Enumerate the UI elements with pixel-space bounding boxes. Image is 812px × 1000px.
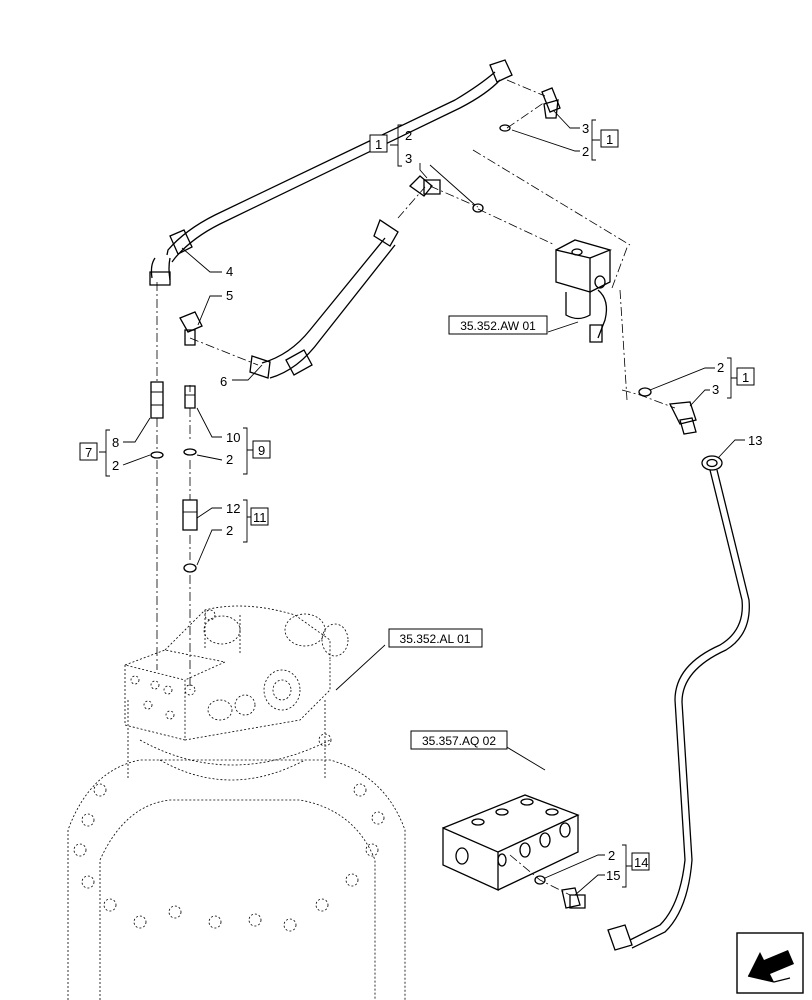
reference-solenoid[interactable]: 35.352.AW 01 bbox=[448, 315, 548, 335]
leader-lines bbox=[122, 109, 745, 896]
callout-13: 13 bbox=[748, 433, 762, 448]
reference-box-number: 1 bbox=[742, 370, 749, 385]
swing-motor-assembly bbox=[67, 605, 406, 1000]
callout-number: 3 bbox=[405, 151, 412, 166]
elbow-fitting-3-right bbox=[668, 401, 697, 435]
hose-lower bbox=[249, 219, 399, 379]
callout-group-mid: 10 2 9 bbox=[226, 427, 271, 475]
o-ring-2-mid bbox=[183, 448, 197, 456]
o-ring-2-left bbox=[150, 451, 164, 459]
callout-number: 15 bbox=[606, 868, 620, 883]
reference-label: 35.357.AQ 02 bbox=[422, 734, 496, 748]
elbow-fitting-3-upper bbox=[408, 175, 441, 197]
callout-number: 3 bbox=[582, 121, 589, 136]
reference-box-number: 1 bbox=[606, 132, 613, 147]
adapter-10 bbox=[184, 385, 196, 409]
elbow-fitting-5 bbox=[179, 311, 203, 346]
callout-number: 2 bbox=[226, 523, 233, 538]
callout-group-upper-mid: 1 2 3 bbox=[369, 124, 412, 167]
reference-label: 35.352.AL 01 bbox=[400, 632, 471, 646]
callout-group-top-right: 3 2 1 bbox=[582, 119, 619, 161]
o-ring-2-right bbox=[638, 387, 652, 397]
manifold-block bbox=[442, 794, 580, 892]
flange-bolt bbox=[73, 733, 385, 932]
callout-number: 2 bbox=[226, 452, 233, 467]
callout-number: 2 bbox=[717, 360, 724, 375]
callout-number: 8 bbox=[112, 435, 119, 450]
callout-group-left: 7 8 2 bbox=[79, 429, 119, 477]
reference-box-number: 11 bbox=[253, 510, 267, 525]
callout-number: 10 bbox=[226, 430, 240, 445]
reference-box-number: 14 bbox=[634, 855, 648, 870]
assembly-centerlines bbox=[156, 79, 676, 896]
o-ring-2-low bbox=[183, 563, 197, 573]
callout-4: 4 bbox=[226, 264, 233, 279]
callout-number: 2 bbox=[608, 848, 615, 863]
reference-label: 35.352.AW 01 bbox=[460, 319, 536, 333]
reference-motor[interactable]: 35.352.AL 01 bbox=[388, 628, 483, 648]
callout-number: 2 bbox=[405, 128, 412, 143]
hose-upper bbox=[149, 59, 513, 286]
reference-block[interactable]: 35.357.AQ 02 bbox=[410, 730, 508, 750]
callout-number: 2 bbox=[582, 144, 589, 159]
o-ring-2-upper bbox=[472, 203, 484, 213]
callout-group-low: 12 2 11 bbox=[226, 499, 269, 543]
fitting-15 bbox=[561, 887, 586, 909]
callout-group-right-mid: 2 3 1 bbox=[712, 357, 755, 399]
callout-5: 5 bbox=[226, 288, 233, 303]
arrow-back-icon[interactable] bbox=[736, 932, 804, 994]
fitting-3-top bbox=[541, 87, 561, 119]
adapter-12 bbox=[182, 499, 198, 531]
tube-right bbox=[607, 455, 750, 951]
o-ring-2-bottom bbox=[534, 875, 546, 885]
o-ring-2-top bbox=[499, 124, 511, 132]
reference-box-number: 9 bbox=[258, 443, 265, 458]
callout-6: 6 bbox=[220, 374, 227, 389]
reference-box-number: 7 bbox=[85, 445, 92, 460]
callout-number: 3 bbox=[712, 382, 719, 397]
callout-number: 2 bbox=[112, 458, 119, 473]
reference-box-number: 1 bbox=[375, 137, 382, 152]
callout-number: 12 bbox=[226, 501, 240, 516]
adapter-8 bbox=[150, 381, 164, 419]
callout-group-bottom: 2 15 14 bbox=[606, 844, 650, 888]
solenoid-valve bbox=[555, 239, 613, 343]
